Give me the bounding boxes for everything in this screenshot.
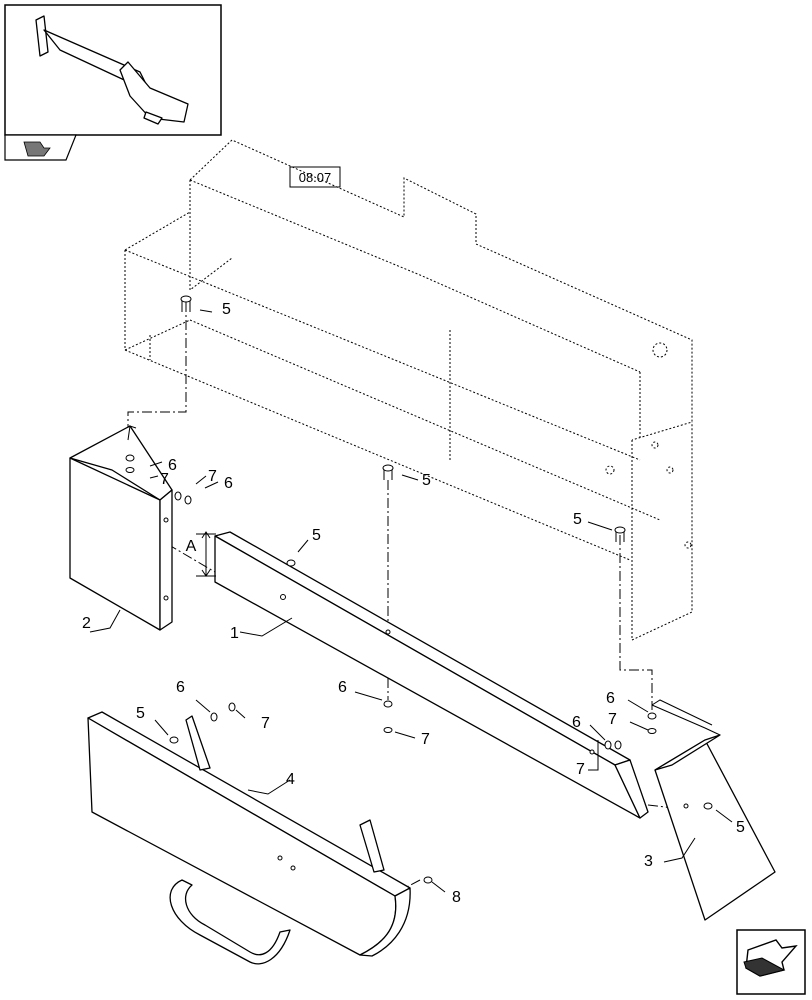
callout-7-right-nut-a: 7 <box>608 711 617 728</box>
next-page-arrow-icon[interactable] <box>736 929 806 995</box>
callout-5-right-bolt: 5 <box>573 511 582 528</box>
callout-2-label: 2 <box>82 615 91 632</box>
part-2-side-panel <box>69 425 173 631</box>
callout-5-rail-bolt: 5 <box>312 527 321 544</box>
part-1-long-rail <box>214 531 649 819</box>
callout-6-left-washer-b: 6 <box>224 475 233 492</box>
callout-1-label: 1 <box>230 625 239 642</box>
callout-6-right-washer-a: 6 <box>606 690 615 707</box>
dimension-a <box>196 531 216 577</box>
callout-7-left-nut-b: 7 <box>208 468 217 485</box>
callout-6-left-washer-a: 6 <box>168 457 177 474</box>
callout-5-top-bolt: 5 <box>222 301 231 318</box>
callout-7-right-nut-b: 7 <box>576 761 585 778</box>
main-frame <box>124 139 693 641</box>
callout-6-guard-washer: 6 <box>176 679 185 696</box>
assembly-lines <box>127 302 691 889</box>
view-direction-icon <box>4 134 77 161</box>
callout-leaders <box>89 309 733 893</box>
part-4-bottom-guard <box>87 711 411 965</box>
locator-thumbnail-icon <box>4 4 222 136</box>
callout-6-right-washer-b: 6 <box>572 714 581 731</box>
callout-4-label: 4 <box>286 771 295 788</box>
callout-7-left-nut-a: 7 <box>160 471 169 488</box>
callout-6-center-washer: 6 <box>338 679 347 696</box>
callout-5-guard-bolt: 5 <box>136 705 145 722</box>
callout-8-label: 8 <box>452 889 461 906</box>
callout-7-guard-nut: 7 <box>261 715 270 732</box>
dimension-a-label: A <box>186 538 197 555</box>
callout-3-label: 3 <box>644 853 653 870</box>
part-3-right-panel <box>651 699 776 921</box>
callout-7-center-nut: 7 <box>421 731 430 748</box>
hardware <box>125 295 713 884</box>
callout-5-part3-bolt: 5 <box>736 819 745 836</box>
callout-5-center-bolt: 5 <box>422 472 431 489</box>
